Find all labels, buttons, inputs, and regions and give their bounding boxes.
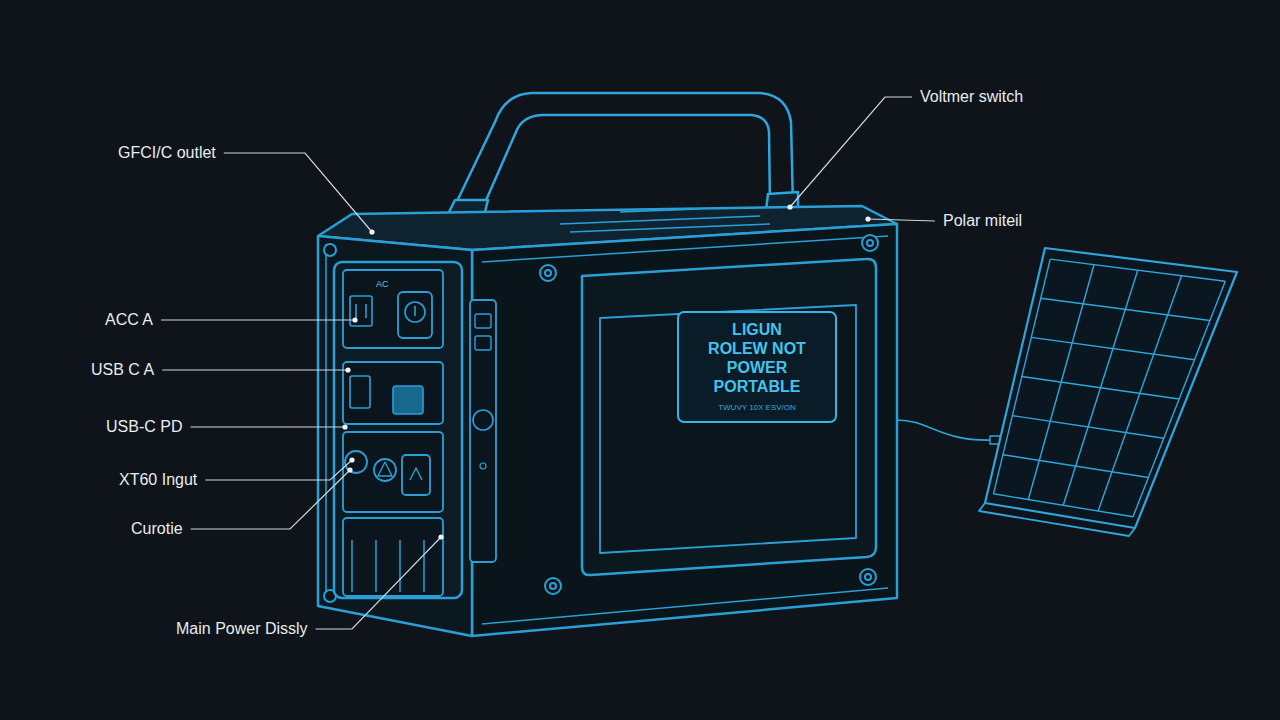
callout-label: USB-C PD	[106, 417, 182, 436]
dc-port	[378, 462, 392, 476]
screw	[545, 578, 561, 594]
switch-button	[473, 410, 493, 430]
side-strip	[470, 300, 496, 562]
housing-rib	[482, 236, 888, 262]
callout-label: Voltmer switch	[920, 87, 1023, 106]
plate-title: LIGUN ROLEW NOT POWER PORTABLE	[703, 321, 811, 397]
plate-subtitle: TWUVY 10X ESV/ON	[718, 403, 796, 413]
leader-line	[205, 460, 352, 480]
leader-line	[162, 369, 348, 370]
leader-line	[316, 537, 441, 629]
xt60-port	[410, 468, 422, 480]
screw	[865, 574, 871, 580]
leader-dot	[865, 216, 870, 221]
leader-dot	[347, 467, 352, 472]
callout-label: GFCI/C outlet	[118, 143, 216, 162]
leader-dot	[787, 204, 792, 209]
side-panel	[582, 259, 876, 575]
handle-outer	[450, 93, 793, 216]
leader-line	[868, 219, 935, 221]
ac-outlet	[414, 306, 416, 316]
screw	[860, 569, 876, 585]
ac-socket	[356, 304, 366, 318]
screw	[324, 235, 878, 602]
screw	[545, 270, 551, 276]
power-station	[318, 206, 897, 636]
panel-cell-line	[1050, 259, 1225, 281]
panel-cell-line	[993, 259, 1050, 494]
dc-port	[345, 451, 367, 473]
housing-rib	[325, 244, 327, 600]
panel-cell-line	[1041, 298, 1210, 320]
switch-button	[475, 314, 491, 328]
housing-rib	[482, 588, 888, 624]
leader-dot	[349, 457, 354, 462]
ac-panel	[343, 270, 443, 348]
ac-socket	[350, 296, 372, 326]
callout-label: XT60 Ingut	[119, 470, 197, 489]
dc-panel	[343, 432, 443, 512]
leader-line	[790, 97, 912, 207]
top-vent	[560, 209, 770, 232]
switch-button	[475, 336, 491, 350]
usb-c-port	[393, 386, 423, 414]
housing-right	[472, 224, 897, 636]
usb-panel	[343, 362, 443, 424]
ac-outlet	[405, 302, 425, 322]
usb-a-port	[350, 376, 370, 408]
panel-grid	[993, 259, 1225, 517]
panel-cell-line	[1012, 416, 1163, 439]
port-label: AC	[376, 279, 389, 290]
panel-cell-line	[993, 494, 1133, 517]
leader-line	[161, 319, 355, 320]
callout-label: Curotie	[131, 519, 183, 538]
callout-label: ACC A	[105, 310, 153, 329]
leader-dot	[369, 229, 374, 234]
carry-handle	[446, 93, 798, 218]
port-panel	[334, 262, 462, 598]
indicator	[480, 463, 486, 469]
leader-dot	[438, 534, 443, 539]
leader-dot	[352, 317, 357, 322]
panel-cell-line	[1003, 455, 1148, 478]
screw	[540, 265, 556, 281]
base-panel	[343, 518, 443, 596]
solar-panel	[897, 248, 1237, 536]
leader-dot	[342, 424, 347, 429]
name-plate: LIGUN ROLEW NOT POWER PORTABLE TWUVY 10X …	[677, 311, 837, 423]
screw	[867, 240, 873, 246]
dc-port	[374, 459, 396, 481]
callout-label: USB C A	[91, 360, 154, 379]
callout-label: Polar miteil	[943, 211, 1022, 230]
leader-dot	[345, 367, 350, 372]
callout-label: Main Power Dissly	[176, 619, 308, 638]
screw	[550, 583, 556, 589]
panel-frame	[985, 248, 1237, 528]
handle-inner	[480, 115, 770, 214]
screw	[862, 235, 878, 251]
ac-outlet	[398, 292, 432, 338]
leader-line	[191, 470, 350, 529]
screw	[324, 244, 336, 256]
xt60-port	[402, 455, 430, 495]
solar-cable	[897, 420, 994, 440]
housing-left	[318, 236, 472, 636]
leader-line	[190, 426, 345, 427]
panel-cell-line	[1022, 376, 1179, 399]
side-panel-inner	[600, 305, 856, 553]
leader-line	[224, 153, 372, 232]
panel-cell-line	[1031, 337, 1194, 359]
